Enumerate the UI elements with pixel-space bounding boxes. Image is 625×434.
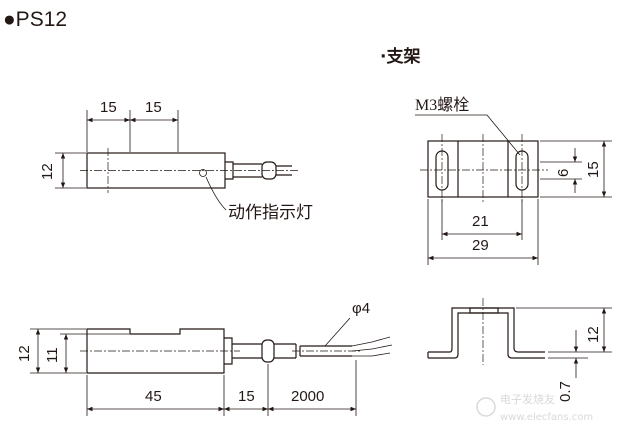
sensor-side-view: φ4 12 11 45 15 2000 (16, 300, 393, 416)
dim-45: 45 (145, 388, 162, 405)
dim-12-bracket: 12 (585, 326, 602, 343)
slot-right (515, 150, 529, 191)
indicator-label: 动作指示灯 (228, 203, 313, 223)
dim-0-7: 0.7 (557, 381, 574, 402)
watermark-text: 电子发烧友 (500, 392, 555, 406)
cable-bushing-side (261, 339, 275, 363)
phi-label: φ4 (352, 300, 370, 317)
bracket-profile-inner (427, 307, 545, 358)
dim-12-side: 12 (16, 345, 33, 362)
slot-left (435, 150, 449, 191)
sensor-cable-side (224, 337, 262, 365)
dim-29: 29 (472, 237, 489, 254)
cable-bushing-top (261, 161, 277, 180)
indicator-lamp (199, 169, 207, 177)
dim-15-cable: 15 (238, 388, 255, 405)
indicator-leader (205, 176, 227, 211)
dim-15-bracket: 15 (585, 161, 602, 178)
bolt-label: M3螺栓 (415, 96, 469, 114)
sensor-top-view: 15 15 12 动作指示灯 (39, 99, 313, 223)
watermark-logo-icon (476, 397, 496, 417)
sensor-body-side (86, 328, 225, 374)
dim-2000: 2000 (291, 388, 324, 405)
cable-end-top (276, 165, 292, 176)
cable-strands (351, 336, 393, 357)
dim-6: 6 (555, 169, 572, 177)
bolt-leader (415, 114, 521, 156)
dim-15-left: 15 (100, 99, 117, 116)
dim-12-top: 12 (39, 163, 56, 180)
bracket-tab (469, 307, 499, 314)
dim-11-side: 11 (44, 347, 61, 363)
bracket-profile-outer (428, 312, 545, 359)
watermark-url: www.elecfans.com (500, 412, 593, 423)
bracket-title: ·支架 (380, 46, 420, 67)
bracket-top-view: ·支架 M3螺栓 6 15 21 29 (380, 46, 612, 265)
dim-21: 21 (472, 213, 489, 230)
watermark: 电子发烧友 www.elecfans.com (476, 392, 593, 423)
bracket-side-view: 12 0.7 (427, 298, 612, 402)
dim-15-right: 15 (145, 99, 162, 116)
sensor-cable-top (225, 161, 262, 180)
page-title: ●PS12 (3, 8, 67, 31)
